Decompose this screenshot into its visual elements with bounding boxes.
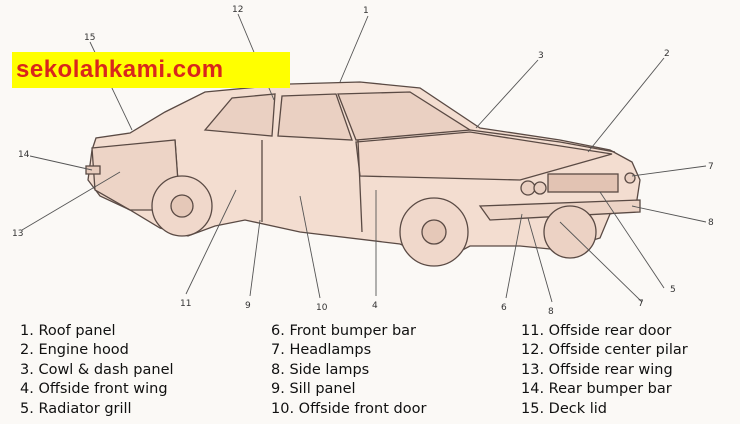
callout-11: 11 [180, 299, 191, 309]
legend-item: 7. Headlamps [271, 342, 372, 359]
legend-column-2: 6. Front bumper bar 7. Headlamps 8. Side… [271, 322, 426, 419]
legend-item: 13. Offside rear wing [521, 361, 673, 378]
leader-lines [21, 13, 707, 303]
radiator-grill-shape [547, 173, 619, 193]
rear-hub-shape [170, 194, 194, 218]
callout-13: 13 [12, 229, 23, 239]
rear-bumper-shape [85, 165, 101, 175]
callout-12: 12 [232, 5, 243, 15]
parts-legend: 1. Roof panel 2. Engine hood 3. Cowl & d… [0, 322, 740, 422]
watermark-banner: sekolahkami.com [12, 52, 290, 88]
callout-8a: 8 [708, 218, 714, 228]
headlamp-right-shape [533, 181, 547, 195]
car-body [85, 81, 641, 267]
legend-item: 12. Offside center pilar [521, 342, 688, 359]
callout-3: 3 [538, 51, 544, 61]
legend-item: 8. Side lamps [271, 361, 370, 378]
legend-item: 11. Offside rear door [521, 323, 672, 339]
legend-item: 6. Front bumper bar [271, 323, 416, 339]
front-door-window [277, 93, 353, 141]
legend-column-1: 1. Roof panel 2. Engine hood 3. Cowl & d… [20, 322, 174, 419]
callout-1: 1 [363, 6, 369, 16]
callout-10: 10 [316, 303, 328, 313]
callout-8b: 8 [548, 307, 554, 316]
callout-6: 6 [501, 303, 507, 313]
legend-item: 9. Sill panel [271, 381, 356, 398]
hood-line [469, 129, 616, 153]
callout-9: 9 [245, 301, 251, 311]
legend-item: 15. Deck lid [521, 400, 607, 417]
callout-4: 4 [372, 301, 378, 311]
headlamp-left-shape [520, 180, 536, 196]
legend-item: 3. Cowl & dash panel [20, 361, 174, 378]
legend-item: 2. Engine hood [20, 342, 129, 359]
legend-column-3: 11. Offside rear door 12. Offside center… [521, 322, 688, 419]
callout-7a: 7 [708, 162, 714, 172]
callout-14: 14 [18, 150, 30, 160]
rear-window [203, 93, 276, 137]
callout-15: 15 [84, 33, 95, 43]
callout-numbers: 1 2 3 4 5 6 7 7 8 8 9 10 11 12 13 14 15 [12, 5, 714, 316]
headlamp-far-shape [624, 172, 636, 184]
legend-item: 1. Roof panel [20, 323, 116, 339]
legend-item: 4. Offside front wing [20, 381, 168, 398]
legend-item: 5. Radiator grill [20, 400, 132, 417]
callout-5: 5 [670, 285, 676, 295]
legend-item: 10. Offside front door [271, 400, 427, 417]
callout-7b: 7 [638, 299, 644, 309]
legend-item: 14. Rear bumper bar [521, 381, 672, 398]
callout-2: 2 [664, 49, 670, 59]
car-illustration: 1 2 3 4 5 6 7 7 8 8 9 10 11 12 13 14 15 [12, 5, 714, 316]
front-hub-shape [421, 219, 447, 245]
